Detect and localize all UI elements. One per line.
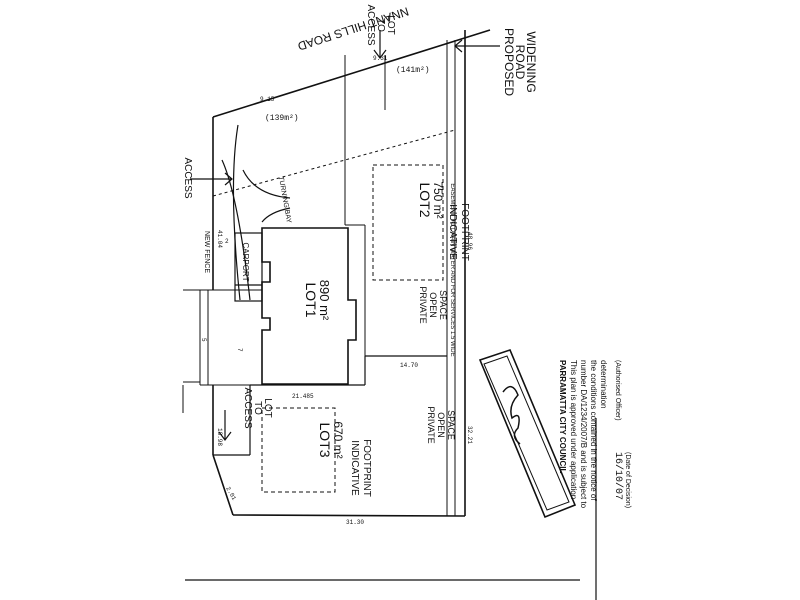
stamp-title: PARRAMATTA CITY COUNCIL (558, 360, 567, 473)
dim-32-21: 32.21 (466, 426, 473, 444)
driveway (221, 124, 291, 301)
carport-label: CARPORT (241, 243, 250, 282)
lot-division (213, 355, 447, 456)
dim-48-96: 48.96 (466, 232, 473, 250)
dim-31-30: 31.30 (346, 519, 364, 526)
area-139: (139m²) (265, 114, 299, 123)
access-bottom-arrow (218, 410, 232, 441)
lot1-name: LOT1 (303, 282, 319, 317)
new-fence (199, 289, 262, 386)
stamp-line-4: determination (599, 360, 608, 408)
stamp-date: 16/10/07 (612, 452, 624, 500)
access-top-line-3: LOT (385, 15, 396, 34)
access-top-arrow (373, 30, 387, 59)
dim-14-70: 14.70 (400, 362, 418, 369)
pos2-line-2: OPEN (436, 412, 446, 438)
dim-9-15: 9.15 (260, 96, 275, 103)
access-bottom-line-3: LOT (262, 398, 273, 417)
stamp-line-3: the conditions contained in the notice o… (589, 360, 598, 501)
pos1-line-1: PRIVATE (418, 286, 428, 323)
lot2-name: LOT2 (417, 182, 433, 217)
lot2-footprint-2: FOOTPRINT (459, 203, 470, 261)
widening-line-2: ROAD (513, 45, 527, 80)
page-border (185, 418, 597, 600)
access-bottom-line-1: ACCESS (242, 387, 253, 428)
lot3-footprint-box (261, 407, 336, 493)
access-left-arrow (190, 172, 233, 186)
carport (234, 232, 263, 302)
lot3-name: LOT3 (317, 422, 333, 457)
pos1-line-3: SPACE (438, 290, 448, 320)
widening-arrow (454, 39, 500, 53)
pos1-line-2: OPEN (428, 292, 438, 318)
lot1-area: 890 m² (317, 280, 332, 321)
lot3-area: 670 m² (331, 421, 345, 458)
access-top-line-1: ACCESS (365, 4, 376, 45)
access-left-label: ACCESS (182, 157, 193, 198)
access-to-lot-bottom: ACCESS TO LOT (242, 387, 273, 428)
easement-lines (446, 40, 456, 516)
proposed-widening-label: PROPOSED ROAD WIDENING (502, 28, 538, 96)
stamp-officer: (Authorised Officer) (614, 360, 621, 421)
dim-7: 7 (236, 348, 243, 352)
lot2-area: 750 m² (431, 181, 445, 218)
lot3-footprint-2: FOOTPRINT (361, 439, 372, 497)
lot3-footprint-1: INDICATIVE (349, 440, 360, 496)
dim-21-485: 21.485 (292, 393, 314, 400)
lot1-label: LOT1 890 m² (303, 280, 332, 321)
council-stamp: PARRAMATTA CITY COUNCIL This plan is app… (478, 349, 631, 519)
lot2-label: LOT2 750 m² INDICATIVE FOOTPRINT (417, 181, 470, 261)
dwelling-lot1 (261, 227, 357, 385)
turning-bay-label: TURNING BAY (277, 176, 292, 224)
dim-5: 5 (200, 338, 207, 342)
easement-note: EASEMENT TO DRAIN WATER AND FOR SERVICES… (449, 183, 455, 356)
site-boundary (212, 29, 491, 517)
private-open-space-1: PRIVATE OPEN SPACE (418, 286, 448, 323)
left-ticks (182, 289, 200, 413)
access-top-line-2: TO (375, 18, 386, 32)
dim-2: 2 (225, 238, 229, 245)
lot2-footprint-box (372, 164, 444, 281)
access-to-lot-top: ACCESS TO LOT (365, 4, 396, 45)
private-open-space-2: PRIVATE OPEN SPACE (426, 406, 456, 443)
officer-signature (502, 386, 521, 445)
stamp-date-label: (Date of Decision) (624, 452, 631, 508)
dim-18-98: 18.98 (216, 428, 223, 446)
pos2-line-1: PRIVATE (426, 406, 436, 443)
dim-9-31: 9.31 (373, 55, 388, 62)
widening-line-1: PROPOSED (502, 28, 516, 96)
pos2-line-3: SPACE (446, 410, 456, 440)
stamp-line-2: number DA/1234/2007/B and is subject to (579, 360, 588, 509)
area-141: (141m²) (396, 66, 430, 75)
new-fence-label: NEW FENCE (203, 231, 210, 273)
access-bottom-line-2: TO (252, 401, 263, 415)
lot3-label: LOT3 670 m² INDICATIVE FOOTPRINT (317, 421, 372, 497)
lot2-footprint-1: INDICATIVE (447, 204, 458, 260)
stamp-line-1: This plan is approved under application (569, 360, 578, 499)
lot2-access-handle (344, 55, 386, 380)
dim-41-04: 41.04 (216, 230, 223, 248)
widening-line-3: WIDENING (524, 31, 538, 92)
